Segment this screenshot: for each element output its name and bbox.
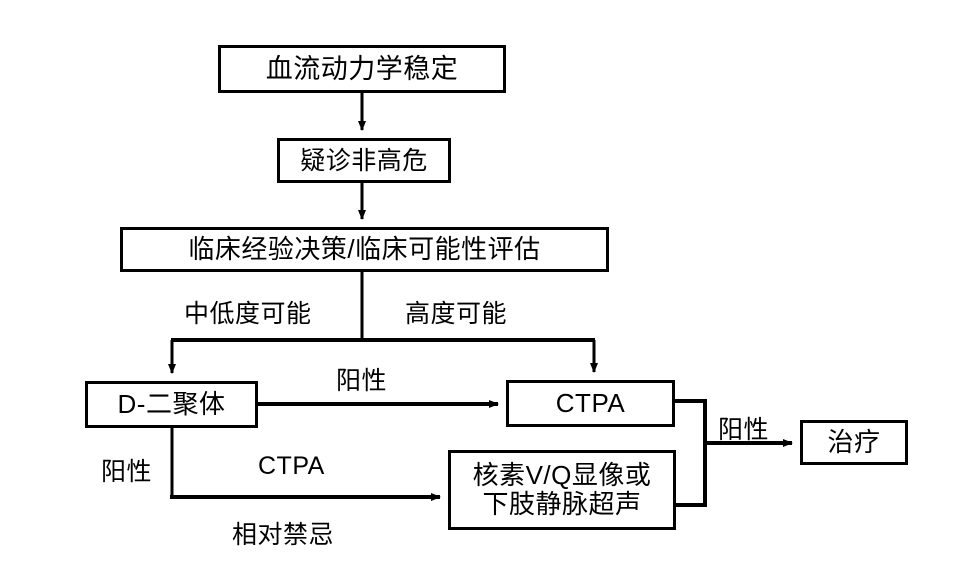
node-ctpa[interactable]: CTPA [506,380,675,427]
connector-d-dimer-to-vq [170,428,441,501]
node-hemodynamic-stable[interactable]: 血流动力学稳定 [218,45,506,93]
edge-label-positive-d-dimer: 阳性 [101,458,153,486]
node-suspected-non-high-risk[interactable]: 疑诊非高危 [277,138,451,183]
node-vq-or-ultrasound[interactable]: 核素V/Q显像或 下肢静脉超声 [448,450,676,530]
node-clinical-assessment[interactable]: 临床经验决策/临床可能性评估 [120,227,609,272]
node-treatment[interactable]: 治疗 [800,420,908,465]
edge-label-high-probability: 高度可能 [405,300,508,328]
edge-label-low-moderate-probability: 中低度可能 [184,300,312,328]
edge-label-positive-to-ctpa: 阳性 [336,367,388,395]
node-d-dimer[interactable]: D-二聚体 [85,381,258,428]
edge-label-relative-contraindication: 相对禁忌 [232,521,335,549]
edge-label-positive-to-treatment: 阳性 [718,416,770,444]
connector-assessment-split [168,272,598,374]
edge-label-ctpa-alternative: CTPA [258,452,325,480]
